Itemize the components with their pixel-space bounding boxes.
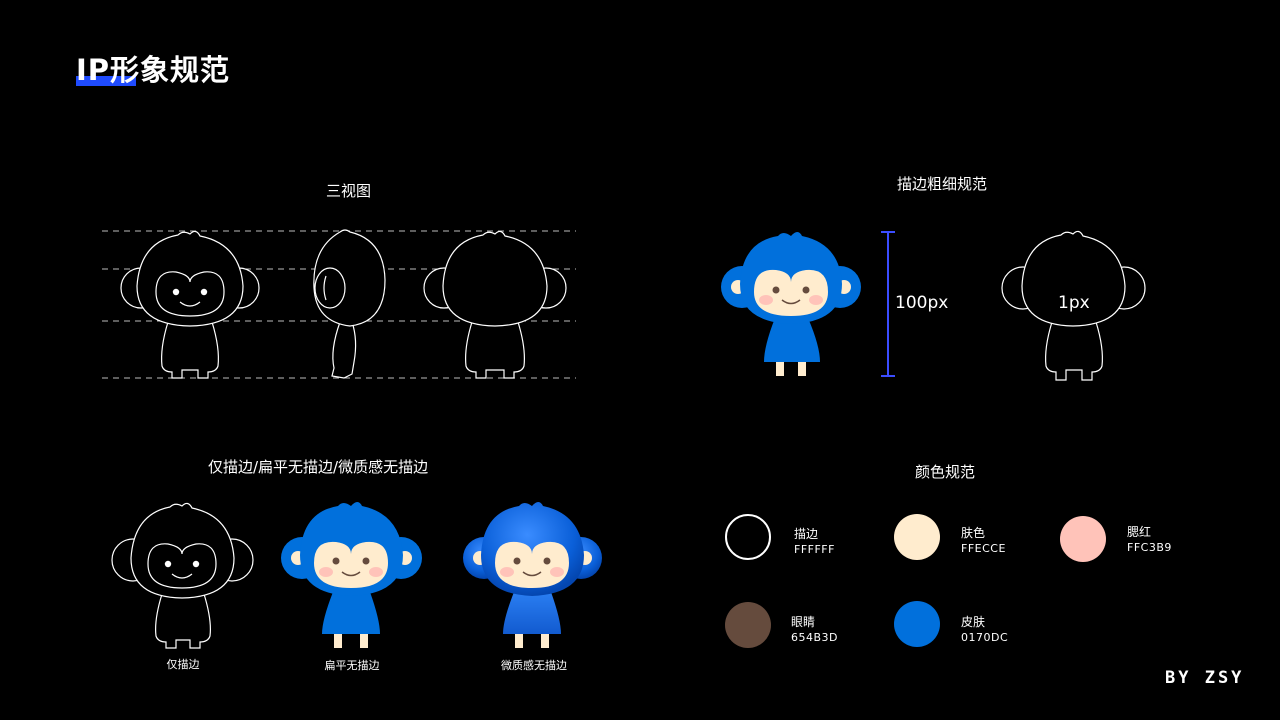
flat-monkey bbox=[281, 502, 422, 648]
color-swatch-hex: FFFFFF bbox=[794, 543, 835, 556]
color-swatch bbox=[725, 514, 771, 560]
color-swatch-hex: 654B3D bbox=[791, 631, 839, 644]
color-swatch-hex: FFC3B9 bbox=[1127, 541, 1172, 554]
color-swatch-name: 肤色 bbox=[961, 526, 986, 540]
stroke-spec-color-monkey bbox=[721, 232, 861, 376]
style-outline-label: 仅描边 bbox=[166, 658, 200, 671]
side-view-monkey bbox=[313, 229, 386, 379]
color-swatch-hex: FFECCE bbox=[961, 542, 1006, 555]
section-three-view-label: 三视图 bbox=[326, 182, 372, 200]
color-swatch-name: 皮肤 bbox=[961, 615, 986, 629]
stroke-spec-outline-monkey bbox=[1001, 230, 1146, 381]
color-swatch-hex: 0170DC bbox=[961, 631, 1009, 644]
color-swatch bbox=[894, 514, 940, 560]
page-title: IP形象规范 bbox=[76, 53, 231, 87]
stroke-width-label: 1px bbox=[1058, 293, 1090, 313]
front-view-monkey bbox=[120, 230, 260, 379]
back-view-monkey bbox=[423, 230, 567, 379]
section-stroke-label: 描边粗细规范 bbox=[897, 175, 988, 193]
outline-only-monkey bbox=[111, 502, 254, 649]
color-swatch-name: 腮红 bbox=[1127, 525, 1152, 539]
section-styles-label: 仅描边/扁平无描边/微质感无描边 bbox=[208, 458, 429, 476]
page-title-wrap: IP形象规范 bbox=[76, 52, 230, 88]
color-swatch bbox=[1060, 516, 1106, 562]
style-flat-label: 扁平无描边 bbox=[324, 659, 380, 672]
style-textured-label: 微质感无描边 bbox=[501, 659, 567, 672]
title-accent-bar bbox=[76, 76, 136, 86]
color-swatch bbox=[894, 601, 940, 647]
color-swatch-name: 眼睛 bbox=[791, 615, 816, 629]
height-measure-bar bbox=[881, 231, 895, 377]
color-swatch bbox=[725, 602, 771, 648]
signature: BY ZSY bbox=[1165, 668, 1245, 688]
color-swatch-name: 描边 bbox=[794, 527, 819, 541]
textured-monkey bbox=[463, 502, 602, 648]
height-measure-label: 100px bbox=[895, 293, 949, 313]
section-colors-label: 颜色规范 bbox=[915, 463, 976, 481]
